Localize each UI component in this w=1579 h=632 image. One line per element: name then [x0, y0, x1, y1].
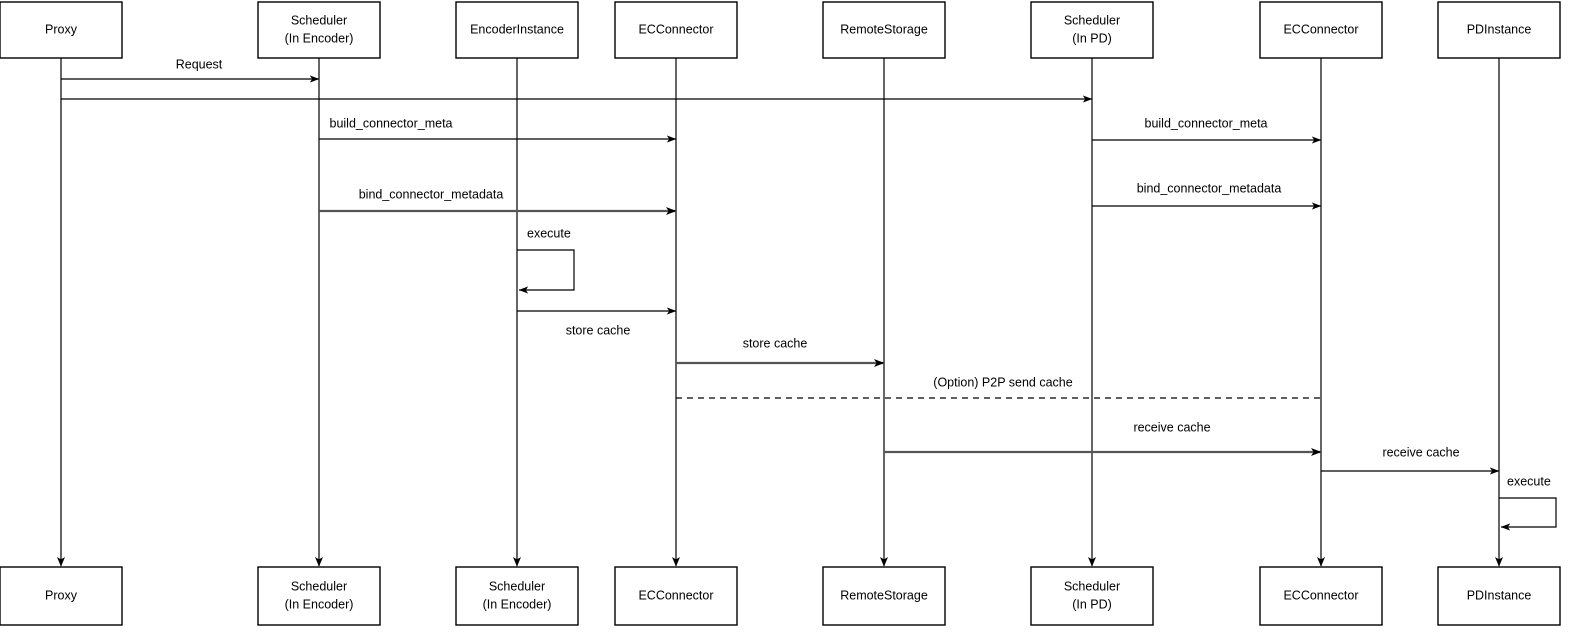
participant-box[interactable]: [1259, 566, 1383, 626]
participant-label-line2: (In Encoder): [483, 597, 552, 611]
top-participant-scheduler-in-encoder[interactable]: Scheduler (In Encoder): [257, 1, 381, 59]
participant-box[interactable]: [257, 566, 381, 626]
message-store-cache-connector-to-storage[interactable]: store cache: [676, 336, 885, 367]
top-participant-ec-connector-pd[interactable]: ECConnector: [1259, 1, 1383, 59]
message-label: bind_connector_metadata: [1137, 181, 1282, 195]
top-participant-pd-instance[interactable]: PDInstance: [1437, 1, 1561, 59]
self-message-execute-encoder-instance[interactable]: execute: [517, 226, 575, 294]
participant-box[interactable]: [1437, 1, 1561, 59]
participant-box[interactable]: [1259, 1, 1383, 59]
self-message-arrow[interactable]: [1499, 497, 1557, 531]
message-receive-cache-storage-to-connector[interactable]: receive cache: [884, 420, 1322, 456]
participant-box[interactable]: [0, 566, 123, 626]
participant-label-line2: (In Encoder): [285, 597, 354, 611]
message-label: receive cache: [1382, 445, 1459, 459]
participant-label-line1: Scheduler: [489, 579, 545, 593]
message-label: bind_connector_metadata: [359, 187, 504, 201]
participant-label-line1: Scheduler: [1064, 579, 1120, 593]
participant-box[interactable]: [822, 1, 946, 59]
message-receive-cache-connector-to-pd[interactable]: receive cache: [1321, 445, 1500, 475]
message-build-connector-meta-encoder[interactable]: build_connector_meta: [319, 116, 677, 143]
participant-label-line1: Scheduler: [1064, 13, 1120, 27]
messages-layer: Request build_connector_meta build_connect…: [61, 57, 1500, 475]
bottom-participant-scheduler-in-encoder[interactable]: Scheduler (In Encoder): [257, 566, 381, 626]
participant-box[interactable]: [1030, 566, 1154, 626]
top-participant-remote-storage[interactable]: RemoteStorage: [822, 1, 946, 59]
participant-box[interactable]: [614, 1, 738, 59]
bottom-participant-scheduler-in-pd[interactable]: Scheduler (In PD): [1030, 566, 1154, 626]
participant-box[interactable]: [1030, 1, 1154, 59]
message-request[interactable]: Request: [61, 57, 320, 83]
bottom-participant-ec-connector-encoder[interactable]: ECConnector: [614, 566, 738, 626]
participant-label-line1: ECConnector: [638, 22, 713, 36]
self-message-arrow[interactable]: [517, 249, 575, 294]
participant-label-line2: (In PD): [1072, 31, 1112, 45]
message-label: receive cache: [1133, 420, 1210, 434]
participant-label-line1: ECConnector: [1283, 588, 1358, 602]
self-message-label: execute: [1507, 474, 1551, 488]
participant-label-line1: ECConnector: [638, 588, 713, 602]
participant-label-line1: ECConnector: [1283, 22, 1358, 36]
bottom-participant-ec-connector-pd[interactable]: ECConnector: [1259, 566, 1383, 626]
message-label: build_connector_meta: [1145, 116, 1268, 130]
participant-label-line1: EncoderInstance: [470, 22, 564, 36]
top-participant-encoder-instance[interactable]: EncoderInstance: [455, 1, 579, 59]
top-participant-proxy[interactable]: Proxy: [0, 1, 123, 59]
message-label: (Option) P2P send cache: [933, 375, 1072, 389]
self-messages-layer: execute execute: [517, 226, 1557, 531]
participant-label-line1: Scheduler: [291, 13, 347, 27]
bottom-participant-pd-instance[interactable]: PDInstance: [1437, 566, 1561, 626]
participant-box[interactable]: [455, 1, 579, 59]
message-label: build_connector_meta: [330, 116, 453, 130]
self-message-execute-pd-instance[interactable]: execute: [1499, 474, 1557, 531]
message-label: Request: [176, 57, 223, 71]
participant-label-line1: Scheduler: [291, 579, 347, 593]
participant-label-line2: (In PD): [1072, 597, 1112, 611]
bottom-participant-encoder-instance[interactable]: Scheduler (In Encoder): [455, 566, 579, 626]
participant-label-line1: Proxy: [45, 22, 78, 36]
participant-box[interactable]: [455, 566, 579, 626]
top-participant-scheduler-in-pd[interactable]: Scheduler (In PD): [1030, 1, 1154, 59]
participant-label-line2: (In Encoder): [285, 31, 354, 45]
message-bind-connector-metadata-pd[interactable]: bind_connector_metadata: [1092, 181, 1322, 210]
participant-label-line1: Proxy: [45, 588, 78, 602]
message-label: store cache: [743, 336, 808, 350]
participant-label-line1: RemoteStorage: [840, 588, 928, 602]
lifelines-layer: [57, 58, 1503, 567]
message-build-connector-meta-pd[interactable]: build_connector_meta: [1092, 116, 1322, 144]
participant-box[interactable]: [1437, 566, 1561, 626]
participant-label-line1: PDInstance: [1467, 588, 1532, 602]
message-bind-connector-metadata-encoder[interactable]: bind_connector_metadata: [319, 187, 677, 215]
message-store-cache-encoder-to-connector[interactable]: store cache: [517, 307, 677, 337]
participant-box[interactable]: [822, 566, 946, 626]
participant-box[interactable]: [0, 1, 123, 59]
participant-box[interactable]: [614, 566, 738, 626]
self-message-label: execute: [527, 226, 571, 240]
message-label: store cache: [566, 323, 631, 337]
message-p2p-send-cache[interactable]: (Option) P2P send cache: [676, 375, 1321, 399]
bottom-participant-remote-storage[interactable]: RemoteStorage: [822, 566, 946, 626]
participant-label-line1: RemoteStorage: [840, 22, 928, 36]
top-participant-ec-connector-encoder[interactable]: ECConnector: [614, 1, 738, 59]
participant-label-line1: PDInstance: [1467, 22, 1532, 36]
participant-box[interactable]: [257, 1, 381, 59]
bottom-participant-proxy[interactable]: Proxy: [0, 566, 123, 626]
